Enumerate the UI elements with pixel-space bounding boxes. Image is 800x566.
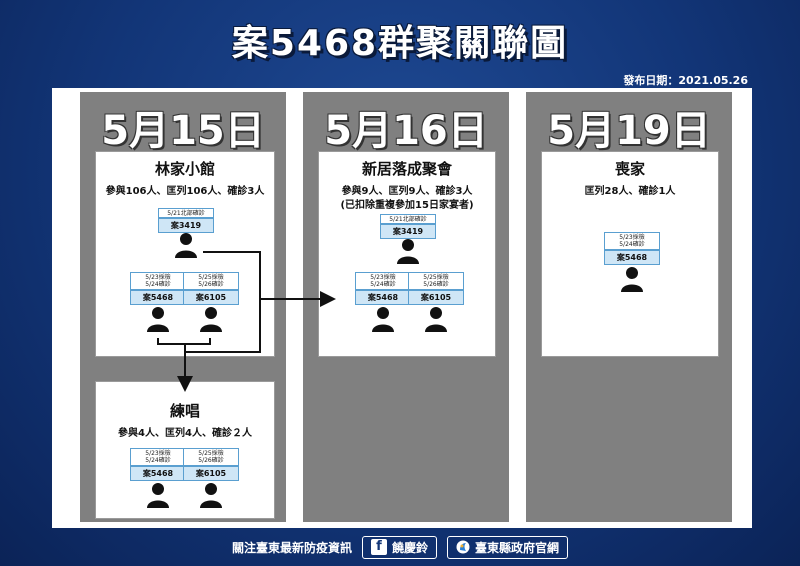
column-date: 5月16日 <box>324 108 488 154</box>
person-icon <box>372 307 394 332</box>
column-date: 5月19日 <box>547 108 711 154</box>
person-icon <box>621 267 643 292</box>
event-title: 練唱 <box>169 402 200 420</box>
publish-date: 發布日期：2021.05.26 <box>623 74 748 87</box>
test-dates: 5/21北部確診 <box>380 214 436 224</box>
facebook-link[interactable]: f 饒慶鈴 <box>361 535 437 559</box>
event-stats: 參與4人、匡列4人、確診２人 <box>118 428 252 439</box>
footer-text: 關注臺東最新防疫資訊 <box>231 540 352 555</box>
footer: 關注臺東最新防疫資訊 f 饒慶鈴 臺東縣政府官網 <box>0 535 800 559</box>
person-icon <box>147 307 169 332</box>
event-card-housewarming: 新居落成聚會 參與9人、匡列9人、確診3人 (已扣除重複參加15日家宴者) <box>318 151 496 357</box>
gov-website-name: 臺東縣政府官網 <box>475 540 560 555</box>
event-title: 新居落成聚會 <box>361 160 452 178</box>
connector-case3419-to-next-day <box>185 251 336 353</box>
event-stats: 參與9人、匡列9人、確診3人 <box>341 186 473 197</box>
person-icon <box>147 483 169 508</box>
connector-to-singing <box>157 338 211 392</box>
case-label: 案6105 <box>408 290 464 305</box>
event-stats: 匡列28人、確診1人 <box>584 186 676 197</box>
case-label: 案5468 <box>355 290 411 305</box>
gov-website-link[interactable]: 臺東縣政府官網 <box>447 535 569 559</box>
person-icon <box>175 233 197 258</box>
person-icon <box>397 239 419 264</box>
facebook-name: 饒慶鈴 <box>391 540 428 555</box>
county-logo-icon <box>456 540 470 554</box>
person-icon <box>200 483 222 508</box>
case-label: 案6105 <box>183 290 239 305</box>
case-label: 案3419 <box>380 224 436 239</box>
event-title: 喪家 <box>614 160 645 178</box>
event-title: 林家小館 <box>154 160 215 178</box>
person-case-3419: 5/21北部確診 案3419 <box>158 208 214 276</box>
case-label: 案5468 <box>130 290 186 305</box>
test-dates: 5/21北部確診 <box>158 208 214 218</box>
person-icon <box>200 307 222 332</box>
case-label: 案3419 <box>158 218 214 233</box>
column-date: 5月15日 <box>101 108 265 154</box>
facebook-icon: f <box>370 539 387 555</box>
event-stats: 參與106人、匡列106人、確診3人 <box>105 186 265 197</box>
case-label: 案6105 <box>183 466 239 481</box>
person-icon <box>425 307 447 332</box>
case-label: 案5468 <box>130 466 186 481</box>
person-case-3419: 5/21北部確診 案3419 <box>380 214 436 282</box>
event-note: (已扣除重複參加15日家宴者) <box>340 200 474 211</box>
case-label: 案5468 <box>604 250 660 265</box>
page-title: 案5468群聚關聯圖 <box>231 23 569 64</box>
